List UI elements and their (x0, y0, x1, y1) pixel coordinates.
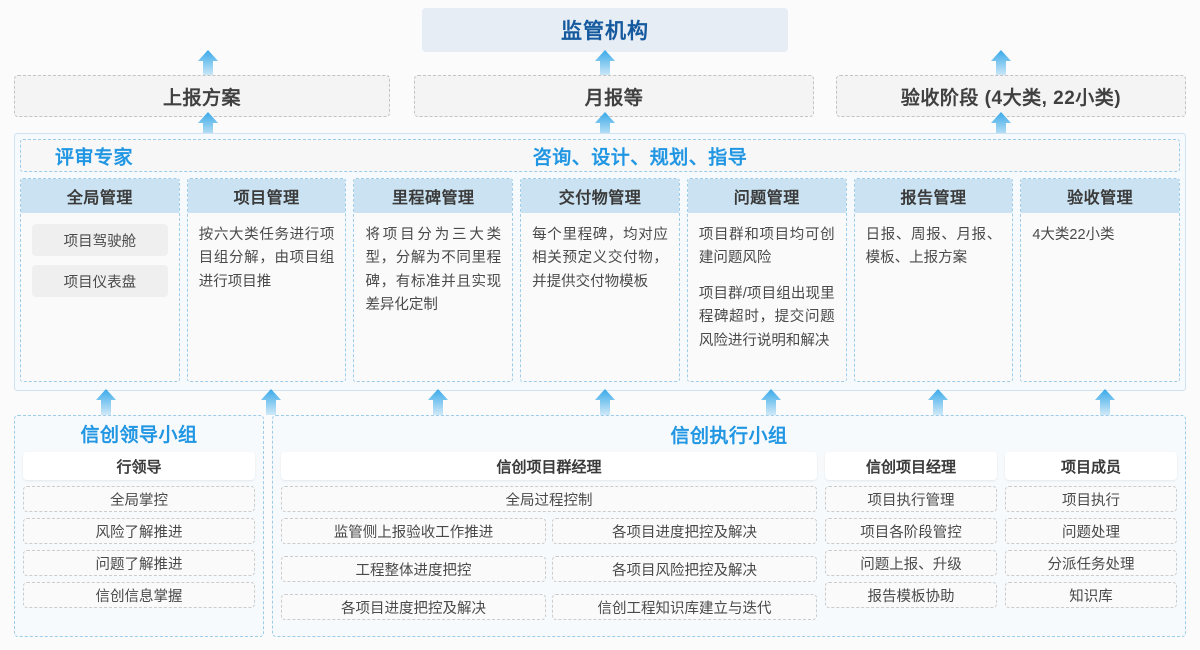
column-paragraph: 将项目分为三大类型，分解为不同里程碑，有标准并且实现差异化定制 (365, 227, 502, 314)
column-paragraph: 每个里程碑，均对应相关预定义交付物，并提供交付物模板 (532, 227, 668, 290)
column-body: 4大类22小类 (1021, 213, 1180, 381)
task-item[interactable]: 项目各阶段管控 (825, 518, 997, 544)
consulting-label: 咨询、设计、规划、指导 (532, 147, 748, 168)
column-report-management[interactable]: 报告管理 日报、周报、月报、模板、上报方案 (853, 178, 1014, 382)
column-paragraph: 项目群/项目组出现里程碑超时，提交问题风险进行说明和解决 (698, 285, 835, 349)
arrow-up-icon-mid-to-report-1 (197, 112, 219, 138)
task-item[interactable]: 分派任务处理 (1005, 550, 1177, 576)
column-deliverable-management[interactable]: 交付物管理 每个里程碑，均对应相关预定义交付物，并提供交付物模板 (520, 178, 680, 382)
task-item[interactable]: 全局掌控 (23, 486, 255, 512)
column-header: 交付物管理 (521, 179, 679, 213)
subgroup-program-manager: 信创项目群经理 全局过程控制 监管侧上报验收工作推进 各项目进度把控及解决 工程… (281, 452, 817, 628)
task-item[interactable]: 报告模板协助 (825, 582, 997, 608)
task-item[interactable]: 各项目进度把控及解决 (281, 594, 546, 620)
column-milestone-management[interactable]: 里程碑管理 将项目分为三大类型，分解为不同里程碑，有标准并且实现差异化定制 (353, 178, 514, 382)
regulator-box: 监管机构 (422, 8, 788, 52)
arrow-up-icon-col-5 (760, 389, 782, 415)
task-item[interactable]: 信创信息掌握 (23, 582, 255, 608)
column-header: 项目管理 (187, 179, 346, 213)
middle-panel-header: 评审专家 咨询、设计、规划、指导 (20, 139, 1180, 172)
role-head-project-manager[interactable]: 信创项目经理 (825, 452, 997, 480)
execution-columns: 信创项目群经理 全局过程控制 监管侧上报验收工作推进 各项目进度把控及解决 工程… (281, 452, 1177, 628)
column-body: 将项目分为三大类型，分解为不同里程碑，有标准并且实现差异化定制 (354, 213, 513, 381)
arrow-up-icon-report-1 (197, 50, 219, 76)
column-body: 每个里程碑，均对应相关预定义交付物，并提供交付物模板 (521, 213, 679, 381)
arrow-up-icon-mid-to-report-3 (990, 112, 1012, 138)
report-box-acceptance[interactable]: 验收阶段 (4大类, 22小类) (836, 75, 1186, 117)
task-item[interactable]: 风险了解推进 (23, 518, 255, 544)
task-item[interactable]: 工程整体进度把控 (281, 556, 546, 582)
regulator-label: 监管机构 (561, 20, 649, 43)
group-title-row-execution: 信创执行小组 (281, 422, 1177, 452)
subgroup-project-member: 项目成员 项目执行 问题处理 分派任务处理 知识库 (1005, 452, 1177, 628)
role-head-project-member[interactable]: 项目成员 (1005, 452, 1177, 480)
column-paragraph: 4大类22小类 (1032, 227, 1115, 243)
management-columns: 全局管理 项目驾驶舱 项目仪表盘 项目管理 按六大类任务进行项目组分解，由项目组… (20, 178, 1181, 382)
middle-panel: 评审专家 咨询、设计、规划、指导 全局管理 项目驾驶舱 项目仪表盘 项目管理 按… (14, 133, 1186, 391)
column-paragraph: 项目群和项目均可创建问题风险 (698, 227, 835, 267)
column-body: 项目群和项目均可创建问题风险 项目群/项目组出现里程碑超时，提交问题风险进行说明… (687, 213, 846, 381)
arrow-up-icon-col-6 (927, 389, 949, 415)
report-label-acceptance: 验收阶段 (4大类, 22小类) (900, 87, 1122, 109)
column-issue-management[interactable]: 问题管理 项目群和项目均可创建问题风险 项目群/项目组出现里程碑超时，提交问题风… (686, 178, 847, 382)
column-header: 问题管理 (687, 179, 846, 213)
report-label-monthly: 月报等 (584, 87, 644, 109)
column-body: 项目驾驶舱 项目仪表盘 (21, 213, 179, 381)
role-head-bank-leader[interactable]: 行领导 (23, 452, 255, 480)
column-acceptance-management[interactable]: 验收管理 4大类22小类 (1020, 178, 1181, 382)
task-item[interactable]: 问题处理 (1005, 518, 1177, 544)
role-head-program-manager[interactable]: 信创项目群经理 (281, 452, 817, 480)
column-body: 日报、周报、月报、模板、上报方案 (854, 213, 1013, 381)
task-item[interactable]: 问题上报、升级 (825, 550, 997, 576)
column-header: 里程碑管理 (354, 179, 513, 213)
task-item[interactable]: 项目执行 (1005, 486, 1177, 512)
review-expert-label: 评审专家 (55, 147, 134, 168)
arrow-up-icon-report-2 (594, 50, 616, 76)
column-header: 全局管理 (21, 179, 179, 213)
report-box-plan[interactable]: 上报方案 (14, 75, 390, 117)
column-paragraph: 日报、周报、月报、模板、上报方案 (865, 227, 1002, 267)
pill-project-dashboard[interactable]: 项目仪表盘 (32, 265, 168, 297)
bottom-row: 信创领导小组 行领导 全局掌控 风险了解推进 问题了解推进 信创信息掌握 信创执… (14, 415, 1186, 637)
report-row: 上报方案 月报等 验收阶段 (4大类, 22小类) (14, 75, 1186, 117)
column-project-management[interactable]: 项目管理 按六大类任务进行项目组分解，由项目组进行项目推 (186, 178, 347, 382)
task-item[interactable]: 项目执行管理 (825, 486, 997, 512)
arrow-up-icon-col-1 (95, 389, 117, 415)
report-box-monthly[interactable]: 月报等 (414, 75, 814, 117)
group-title-leadership: 信创领导小组 (80, 425, 198, 446)
program-manager-task-grid: 监管侧上报验收工作推进 各项目进度把控及解决 工程整体进度把控 各项目风险把控及… (281, 518, 817, 626)
arrow-up-icon-col-4 (594, 389, 616, 415)
arrow-up-icon-report-3 (990, 50, 1012, 76)
task-item[interactable]: 各项目进度把控及解决 (552, 518, 817, 544)
arrow-up-icon-col-2 (260, 389, 282, 415)
group-leadership: 信创领导小组 行领导 全局掌控 风险了解推进 问题了解推进 信创信息掌握 (14, 415, 264, 637)
column-body: 按六大类任务进行项目组分解，由项目组进行项目推 (187, 213, 346, 381)
group-execution: 信创执行小组 信创项目群经理 全局过程控制 监管侧上报验收工作推进 各项目进度把… (272, 415, 1186, 637)
report-label-plan: 上报方案 (162, 87, 241, 109)
subgroup-project-manager: 信创项目经理 项目执行管理 项目各阶段管控 问题上报、升级 报告模板协助 (825, 452, 997, 628)
pill-project-cockpit[interactable]: 项目驾驶舱 (32, 224, 168, 256)
task-item[interactable]: 监管侧上报验收工作推进 (281, 518, 546, 544)
arrow-up-icon-col-3 (427, 389, 449, 415)
task-item[interactable]: 信创工程知识库建立与迭代 (552, 594, 817, 620)
group-title-execution: 信创执行小组 (670, 426, 788, 447)
task-item[interactable]: 各项目风险把控及解决 (552, 556, 817, 582)
task-item[interactable]: 问题了解推进 (23, 550, 255, 576)
column-header: 报告管理 (854, 179, 1013, 213)
task-item-global-process-control[interactable]: 全局过程控制 (281, 486, 817, 512)
column-paragraph: 按六大类任务进行项目组分解，由项目组进行项目推 (198, 227, 335, 290)
column-header: 验收管理 (1021, 179, 1180, 213)
arrow-up-icon-mid-to-report-2 (594, 112, 616, 138)
column-global-management[interactable]: 全局管理 项目驾驶舱 项目仪表盘 (20, 178, 180, 382)
task-item[interactable]: 知识库 (1005, 582, 1177, 608)
arrow-up-icon-col-7 (1094, 389, 1116, 415)
